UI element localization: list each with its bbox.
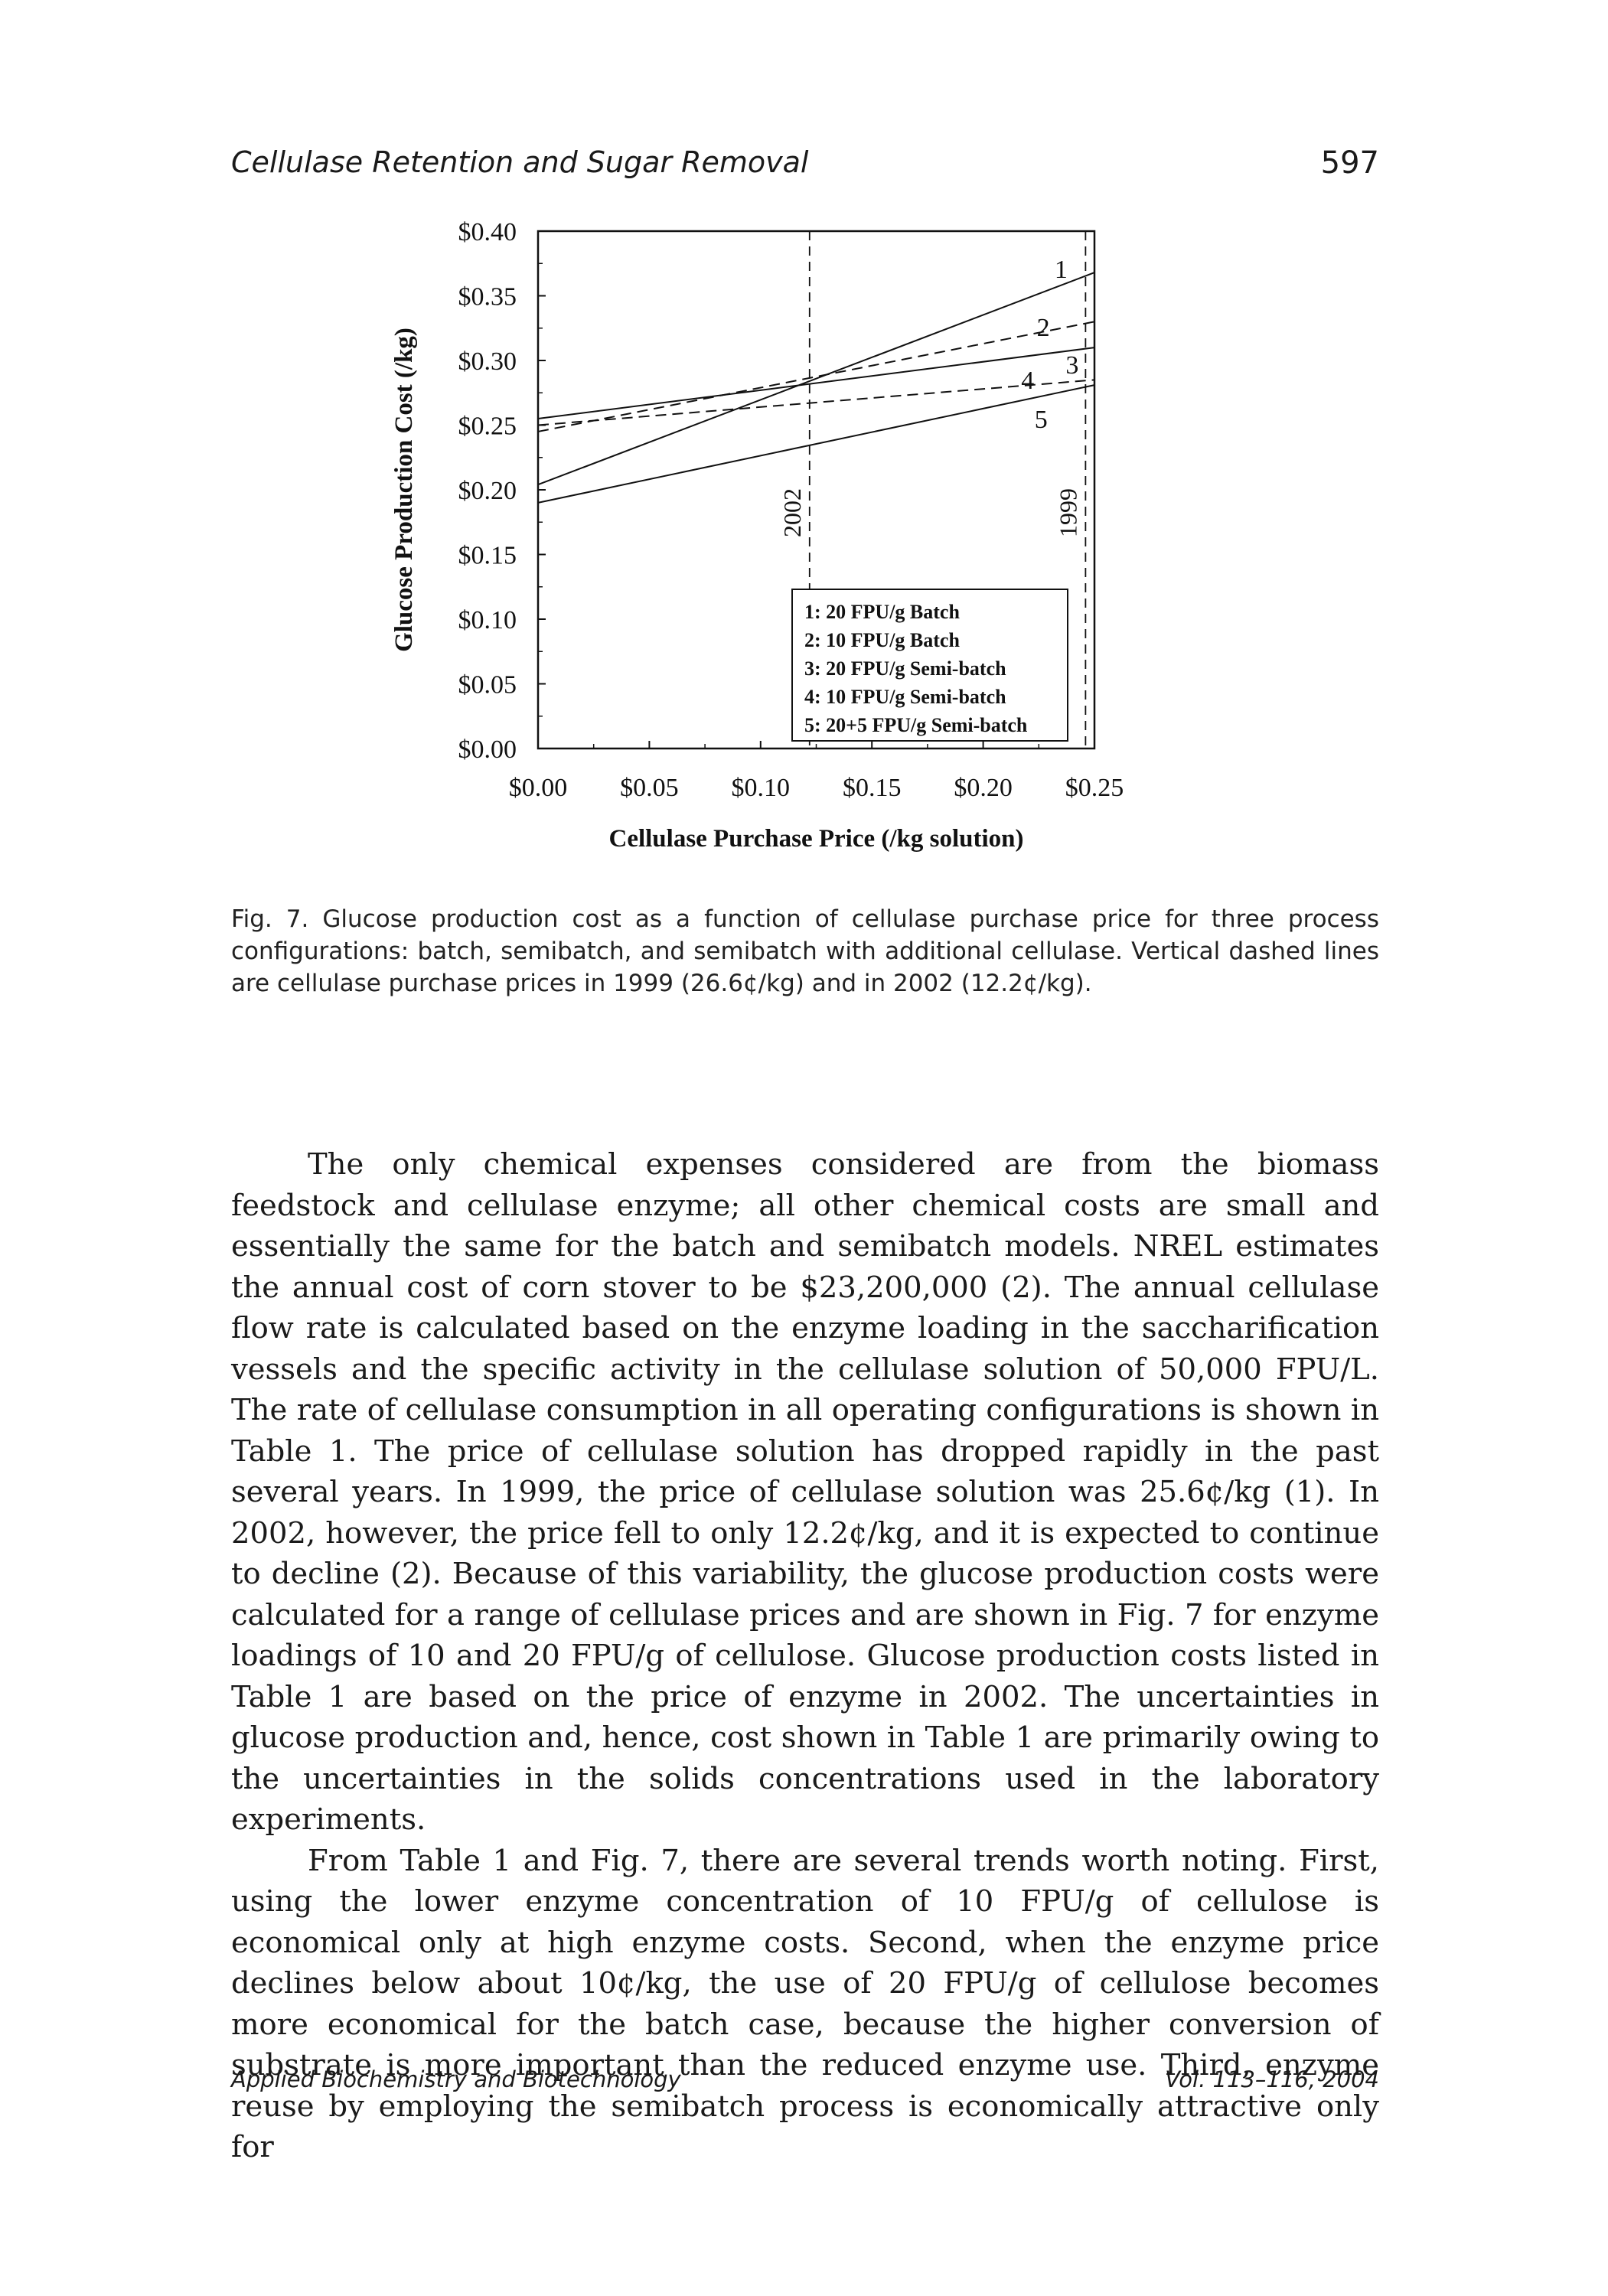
series-number-label: 2 [1037,314,1050,342]
legend-entry: 4: 10 FPU/g Semi-batch [804,686,1006,708]
x-tick-label: $0.25 [1065,774,1124,802]
body-text: The only chemical expenses considered ar… [231,1144,1379,2168]
legend-entry: 2: 10 FPU/g Batch [804,629,960,651]
figure-caption: Fig. 7. Glucose production cost as a fun… [231,905,1379,997]
page-footer: Applied Biochemistry and Biotechnology V… [231,2066,1379,2105]
legend-box [791,589,1068,742]
x-tick-label: $0.05 [620,774,679,802]
series-number-label: 1 [1055,256,1068,284]
figure-7: $0.00 $0.05 $0.10 $0.15 $0.20 $0.25 $0.30 $0.35… [383,214,1148,903]
y-tick-label: $0.00 [458,735,517,764]
page-number: 597 [1320,145,1379,181]
y-tick-label: $0.20 [458,477,517,505]
paragraph-2: From Table 1 and Fig. 7, there are sever… [231,1843,1379,2165]
y-axis-label: Glucose Production Cost (/kg) [390,328,418,652]
paragraph-1: The only chemical expenses considered ar… [231,1147,1379,1837]
series-line-3 [537,347,1095,420]
x-tick-label: $0.20 [954,774,1013,802]
y-tick-label: $0.10 [458,606,517,634]
x-tick-label: $0.15 [843,774,902,802]
series-lines: 1 23 45 [537,256,1095,504]
reference-line-label: 2002 [778,488,806,537]
legend-entry: 5: 20+5 FPU/g Semi-batch [804,714,1028,736]
series-number-label: 4 [1021,367,1034,395]
y-tick-label: $0.35 [458,283,517,311]
y-tick-label: $0.30 [458,347,517,376]
x-tick-label: $0.10 [732,774,791,802]
y-tick-label: $0.40 [458,218,517,246]
running-title: Cellulase Retention and Sugar Removal [231,145,809,179]
x-axis-label: Cellulase Purchase Price (/kg solution) [608,825,1023,853]
volume-info: Vol. 113–116, 2004 [1165,2066,1379,2092]
running-head: Cellulase Retention and Sugar Removal 59… [231,145,1379,191]
series-number-label: 3 [1065,351,1078,380]
series-line-1 [537,272,1095,486]
legend-entry: 1: 20 FPU/g Batch [804,601,960,623]
journal-name: Applied Biochemistry and Biotechnology [231,2066,681,2092]
x-tick-label: $0.00 [509,774,568,802]
legend: 1: 20 FPU/g Batch 2: 10 FPU/g Batch 3: 20 … [791,589,1068,742]
series-line-2 [537,321,1095,432]
y-tick-label: $0.05 [458,671,517,700]
series-number-label: 5 [1035,406,1048,434]
legend-entry: 3: 20 FPU/g Semi-batch [804,657,1006,680]
x-axis: $0.00 $0.05 $0.10 $0.15 $0.20 $0.25 [509,741,1124,802]
reference-line-label: 1999 [1054,488,1081,537]
glucose-cost-chart: $0.00 $0.05 $0.10 $0.15 $0.20 $0.25 $0.30 $0.35… [390,218,1124,853]
series-line-4 [537,379,1095,426]
y-tick-label: $0.25 [458,413,517,441]
series-line-5 [537,384,1095,504]
y-tick-label: $0.15 [458,542,517,570]
y-axis: $0.00 $0.05 $0.10 $0.15 $0.20 $0.25 $0.30 $0.35… [458,218,546,764]
